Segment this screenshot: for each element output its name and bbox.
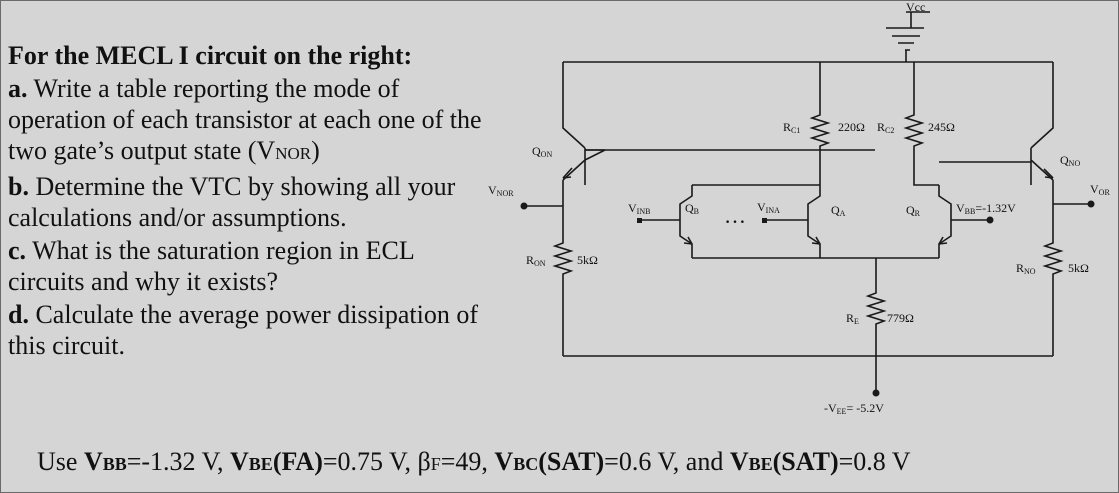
vee-label: -VEE= -5.2V (824, 401, 884, 416)
re-value: 779Ω (887, 311, 914, 325)
rc2-label: RC2 (877, 120, 894, 135)
qb-transistor (668, 185, 693, 258)
qb-emitter-arrow (683, 236, 693, 245)
problem-text: For the MECL I circuit on the right: a. … (8, 40, 488, 361)
rc1-resistor (809, 62, 831, 185)
vcc-rail (563, 50, 1053, 63)
vor-label: VOR (1090, 182, 1110, 197)
vbb-value: =-1.32 V, (126, 447, 231, 476)
vbc-sat-symbol: VBC(SAT) (494, 447, 605, 476)
rc1-value: 220Ω (838, 120, 865, 134)
rc2-value: 245Ω (928, 120, 955, 134)
vinb-label: VINB (628, 201, 650, 216)
question-b-text: Determine the VTC by showing all your ca… (8, 172, 456, 232)
qa-emitter-arrow (811, 236, 821, 245)
question-d: d. Calculate the average power dissipati… (8, 299, 488, 361)
re-label: RE (846, 311, 859, 326)
vinb-terminal (637, 218, 642, 223)
qno-transistor (939, 62, 1054, 233)
qon-transistor (562, 62, 606, 233)
vbe-sat-symbol: VBE(SAT) (729, 447, 839, 476)
question-a: a. Write a table reporting the mode of o… (8, 73, 488, 169)
question-a-tail: ) (311, 136, 320, 165)
vnor-terminal (520, 202, 528, 210)
vbe-fa-symbol: VBE(FA) (230, 447, 323, 476)
vbb-symbol: VBB (83, 447, 127, 476)
qb-label: QB (685, 201, 699, 216)
vbe-sat-value: =0.8 V (838, 447, 911, 476)
beta-value: =49, (440, 447, 495, 476)
ron-value: 5kΩ (577, 253, 598, 267)
qno-label: QNO (1060, 153, 1080, 168)
question-a-subscript: NOR (275, 144, 312, 163)
ron-label: RON (526, 253, 546, 268)
question-c-letter: c. (8, 236, 27, 265)
question-a-letter: a. (8, 74, 28, 103)
qon-emitter-arrow (562, 167, 573, 179)
rno-value: 5kΩ (1068, 261, 1089, 275)
qr-transistor (938, 185, 990, 258)
vbe-fa-value: =0.75 V, β (322, 447, 431, 476)
question-b: b. Determine the VTC by showing all your… (8, 171, 488, 233)
vor-terminal (1087, 200, 1095, 208)
question-c-text: What is the saturation region in ECL cir… (8, 236, 414, 296)
rc1-label: RC1 (783, 120, 800, 135)
beta-subscript: F (430, 454, 441, 474)
vee-terminal (872, 389, 880, 397)
qno-emitter-arrow (1043, 168, 1054, 179)
qon-label: QON (532, 144, 552, 159)
qa-transistor (796, 185, 821, 258)
re-resistor (865, 258, 887, 393)
question-c: c. What is the saturation region in ECL … (8, 235, 488, 297)
problem-title: For the MECL I circuit on the right: (8, 41, 413, 70)
question-a-text: Write a table reporting the mode of oper… (8, 74, 482, 165)
vbc-sat-value: =0.6 V, and (604, 447, 730, 476)
vcc-label: Vcc (906, 0, 925, 14)
vnor-label: VNOR (488, 183, 514, 198)
given-prefix: Use (37, 447, 84, 476)
qa-label: QA (831, 203, 846, 218)
vbb-label: VBB=-1.32V (956, 201, 1016, 216)
rc2-resistor (903, 62, 939, 186)
qr-emitter-arrow (938, 236, 948, 245)
vina-label: VINA (757, 200, 780, 215)
ellipsis-more-inputs: … (724, 203, 746, 228)
question-d-letter: d. (8, 300, 29, 329)
vbb-terminal (986, 216, 994, 224)
ron-resistor (552, 233, 574, 356)
question-d-text: Calculate the average power dissipation … (8, 300, 479, 360)
rno-resistor (1042, 233, 1064, 356)
qr-label: QR (906, 203, 921, 218)
given-parameters: Use VBB=-1.32 V, VBE(FA)=0.75 V, βF=49, … (37, 447, 911, 477)
question-b-letter: b. (8, 172, 29, 201)
vcc-ground-symbol (886, 11, 930, 51)
rno-label: RNO (1016, 261, 1036, 276)
vina-terminal (762, 218, 767, 223)
